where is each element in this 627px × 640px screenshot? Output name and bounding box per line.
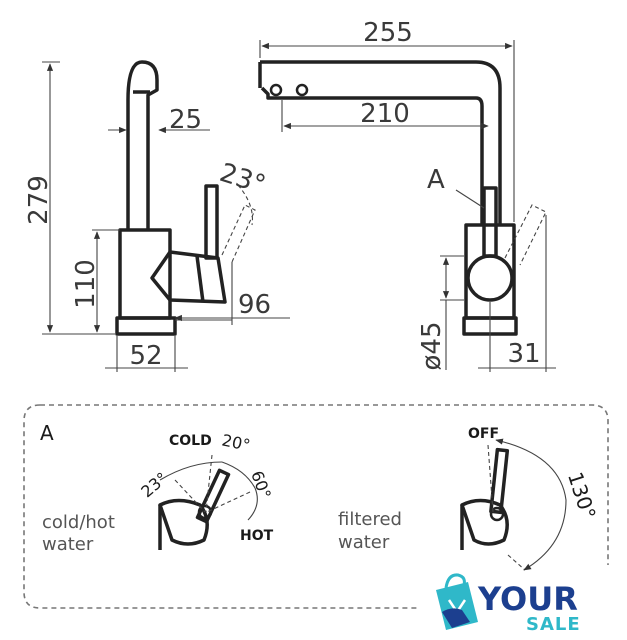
dim-side-lever-reach: 96 (238, 290, 271, 320)
detail-filtered-line1: filtered (338, 509, 402, 530)
detail-frame (40, 404, 609, 565)
front-spout-bottom (260, 86, 484, 225)
detail-panel: A 23° COLD 20° 60° HOT cold/hot water (23, 404, 609, 609)
side-body (118, 228, 172, 320)
detail-filtered (460, 438, 567, 571)
dim-side-lower-height: 110 (71, 259, 101, 309)
side-spout-outline (126, 60, 159, 230)
detail-angle-left: 23° (137, 468, 171, 501)
dim-side-angle: 23° (216, 158, 269, 201)
dim-side-base: 52 (129, 341, 162, 371)
side-base (115, 316, 177, 336)
detail-lever-cold-hot (195, 468, 231, 524)
dim-side-height: 279 (24, 175, 54, 225)
dim-detail-ref: A (427, 165, 445, 195)
side-lever-tilted (221, 204, 256, 263)
front-lever (482, 186, 498, 258)
front-lever-disc (466, 254, 514, 302)
your-sale-logo: YOUR SALE (436, 573, 581, 635)
detail-angle-top: 20° (220, 430, 252, 454)
front-lever-tilted (504, 204, 547, 266)
detail-filtered-line2: water (338, 532, 390, 553)
logo-sub: SALE (526, 614, 581, 635)
dim-front-spout: 210 (360, 99, 410, 129)
front-spout-top (260, 60, 502, 225)
detail-cold-label: COLD (169, 433, 212, 449)
dim-front-total: 255 (363, 18, 413, 48)
detail-cold-hot-line1: cold/hot (42, 512, 115, 533)
detail-off-label: OFF (468, 426, 499, 442)
front-view: 255 210 A ø45 31 (258, 18, 556, 372)
detail-filtered-angle: 130° (563, 469, 601, 522)
detail-cold-hot-line2: water (42, 534, 94, 555)
detail-title: A (40, 421, 54, 445)
dim-front-base: ø45 (417, 322, 447, 371)
side-lever (204, 184, 219, 260)
detail-cold-hot (158, 454, 258, 550)
side-view: 279 110 25 23° 96 52 (24, 60, 290, 372)
logo-word: YOUR (477, 580, 578, 618)
shopping-bag-icon (436, 573, 478, 630)
dim-side-spout: 25 (169, 105, 202, 135)
detail-hot-label: HOT (240, 528, 274, 544)
dim-front-lever-offset: 31 (507, 339, 540, 369)
detail-angle-right: 60° (247, 468, 275, 501)
